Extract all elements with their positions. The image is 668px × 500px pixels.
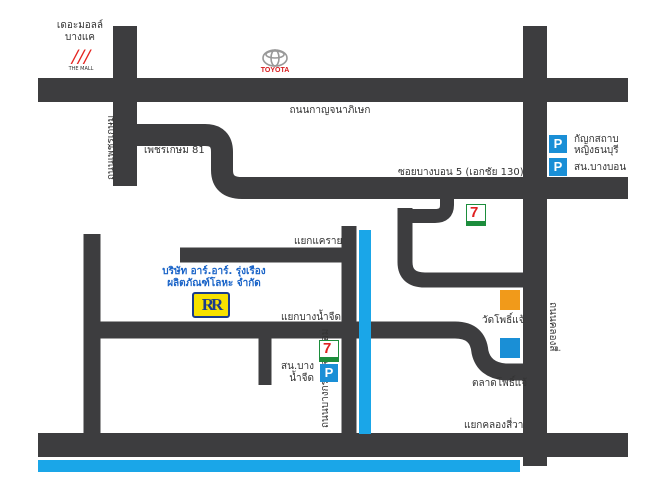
- seven-glyph: 7: [323, 340, 332, 357]
- seven-eleven-icon: 7: [466, 204, 486, 226]
- school-label-line1: กัญกสถาบ: [574, 134, 619, 145]
- company-name-line2: ผลิตภัณฑ์โลหะ จำกัด: [167, 278, 261, 289]
- road-soi-bangbon: [125, 124, 628, 199]
- school-label-line2: หญิงธนบุรี: [574, 145, 619, 156]
- wat-pho-chae-label: วัดโพธิ์แจ้: [482, 315, 525, 326]
- junction-bang-nam-chuet: แยกบางน้ำจืด: [281, 312, 342, 323]
- temple-icon: [500, 290, 520, 310]
- road-bang-nam-chuet: [92, 321, 535, 381]
- toyota-emblem: [262, 49, 288, 67]
- toyota-logo: TOYOTA: [256, 48, 294, 78]
- road-label-kanchanaphisek: ถนนกาญจนาภิเษก: [289, 105, 371, 116]
- seven-eleven-icon: 7: [319, 340, 339, 362]
- road-label-khlong-si: ถนนคลองสี่: [547, 302, 558, 352]
- road-connector: [405, 188, 454, 223]
- junction-khlong-si-wa: แยกคลองสี่วา: [464, 420, 524, 431]
- company-name-line1: บริษัท อาร์.อาร์. รุ่งเรือง: [162, 266, 266, 277]
- pho-chae-market-label: ตลาดโพธิ์แจ้: [472, 378, 528, 389]
- parking-icon: P: [549, 135, 567, 153]
- the-mall-label-line2: บางแค: [65, 32, 95, 43]
- parking-icon: P: [549, 158, 567, 176]
- road-label-soi-bangbon: ซอยบางบอน 5 (เอกชัย 130): [398, 167, 524, 178]
- police-label-line1: สน.บาง: [281, 361, 314, 372]
- road-label-soi-petchkasem: เพชรเกษม 81: [144, 145, 205, 156]
- company-logo: RR: [192, 292, 230, 318]
- bangbon-district-label: สน.บางบอน: [574, 162, 627, 173]
- company-name: บริษัท อาร์.อาร์. รุ่งเรือง ผลิตภัณฑ์โลห…: [150, 266, 278, 290]
- junction-kae-krai: แยกแคราย: [294, 236, 343, 247]
- toyota-logo-text: TOYOTA: [260, 67, 290, 74]
- the-mall-logo: /// THE MALL: [64, 44, 98, 73]
- the-mall-mark-icon: ///: [71, 44, 91, 69]
- shopping-cart-icon: [500, 338, 520, 358]
- seven-glyph: 7: [470, 204, 479, 221]
- parking-icon: P: [320, 364, 338, 382]
- road-connector-2: [397, 208, 535, 288]
- road-label-petchkasem: ถนนเพชรเกษม: [106, 115, 117, 180]
- the-mall-logo-text: THE MALL: [68, 66, 94, 72]
- police-label-line2: น้ำจืด: [289, 373, 314, 384]
- the-mall-label-line1: เดอะมอลล์: [56, 20, 104, 31]
